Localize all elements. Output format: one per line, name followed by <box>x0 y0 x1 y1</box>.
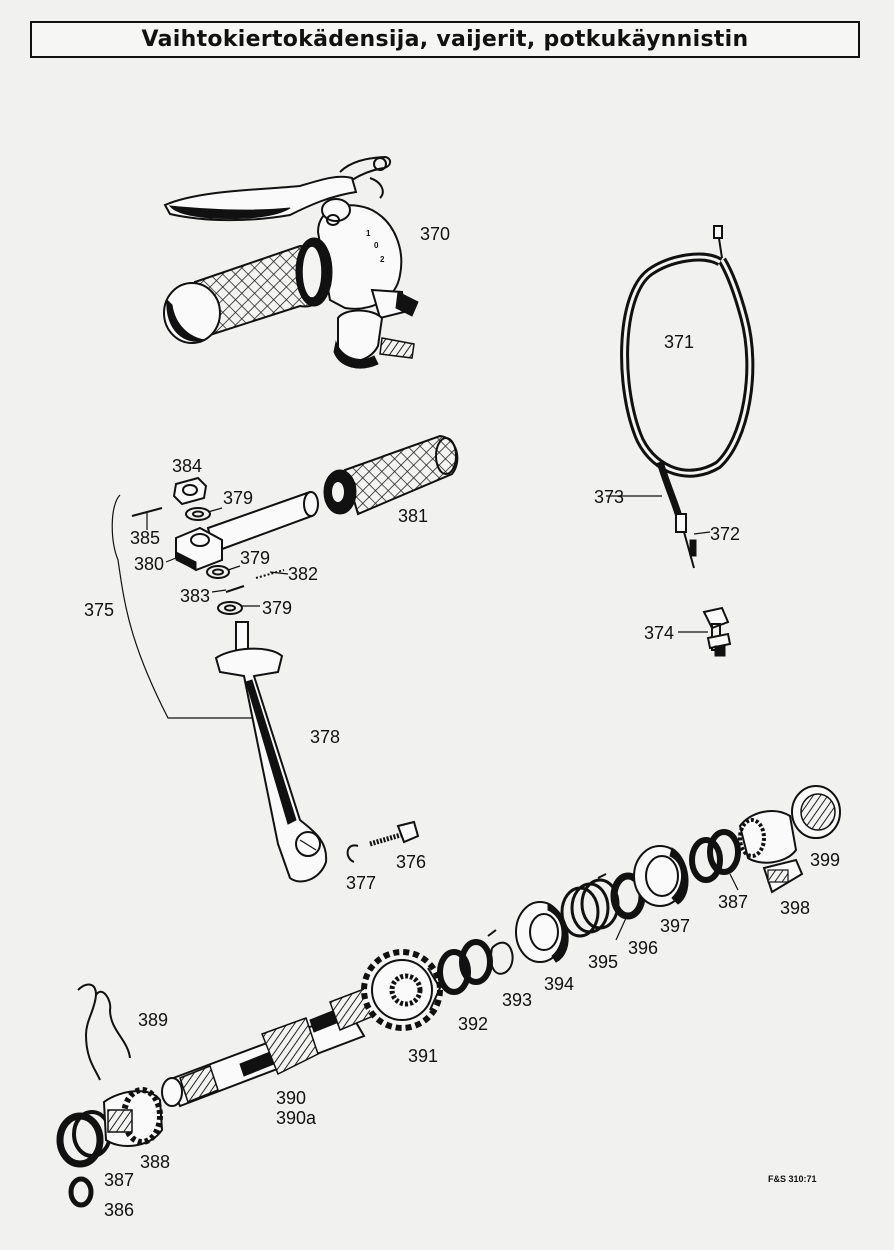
label-390a: 390a <box>276 1108 317 1128</box>
label-385: 385 <box>130 528 160 548</box>
part-386-388-group <box>56 1087 164 1208</box>
label-396: 396 <box>628 938 658 958</box>
label-397: 397 <box>660 916 690 936</box>
label-398: 398 <box>780 898 810 918</box>
bracket-375 <box>111 494 255 719</box>
part-374-adjuster-bolt <box>678 606 732 657</box>
part-391-gear <box>361 949 443 1031</box>
label-383: 383 <box>180 586 210 606</box>
label-374: 374 <box>644 623 674 643</box>
label-380: 380 <box>134 554 164 574</box>
page-title: Vaihtokiertokädensija, vaijerit, potkukä… <box>141 27 749 52</box>
label-388: 388 <box>140 1152 170 1172</box>
part-370-twist-grip-assembly: 1 0 2 <box>163 155 419 369</box>
label-394: 394 <box>544 974 574 994</box>
part-376-377-bolt-clip <box>346 820 420 863</box>
dial-mark-1: 1 <box>366 229 371 238</box>
label-386: 386 <box>104 1200 134 1220</box>
part-381-grip <box>323 434 459 516</box>
label-395: 395 <box>588 952 618 972</box>
label-392: 392 <box>458 1014 488 1034</box>
label-379-a: 379 <box>223 488 253 508</box>
part-labels: 370 371 372 373 374 375 376 377 378 379 … <box>84 224 840 1220</box>
label-377: 377 <box>346 873 376 893</box>
label-376: 376 <box>396 852 426 872</box>
label-379-c: 379 <box>262 598 292 618</box>
label-390: 390 <box>276 1088 306 1108</box>
label-375: 375 <box>84 600 114 620</box>
label-373: 373 <box>594 487 624 507</box>
label-381: 381 <box>398 506 428 526</box>
footer-code: F&S 310:71 <box>768 1174 817 1184</box>
part-390-shaft <box>161 984 379 1108</box>
label-393: 393 <box>502 990 532 1010</box>
part-371-cable <box>606 225 755 569</box>
small-hardware <box>131 476 289 615</box>
label-384: 384 <box>172 456 202 476</box>
part-392-399-stack <box>437 785 841 995</box>
label-378: 378 <box>310 727 340 747</box>
label-387-b: 387 <box>718 892 748 912</box>
label-399: 399 <box>810 850 840 870</box>
part-378-kickstart-lever <box>214 621 328 883</box>
label-387-a: 387 <box>104 1170 134 1190</box>
label-382: 382 <box>288 564 318 584</box>
part-389-spring <box>77 983 131 1081</box>
label-389: 389 <box>138 1010 168 1030</box>
label-391: 391 <box>408 1046 438 1066</box>
dial-mark-2: 2 <box>380 255 385 264</box>
label-371: 371 <box>664 332 694 352</box>
label-370: 370 <box>420 224 450 244</box>
label-372: 372 <box>710 524 740 544</box>
label-379-b: 379 <box>240 548 270 568</box>
title-box: Vaihtokiertokädensija, vaijerit, potkukä… <box>30 21 860 58</box>
dial-mark-0: 0 <box>374 241 379 250</box>
